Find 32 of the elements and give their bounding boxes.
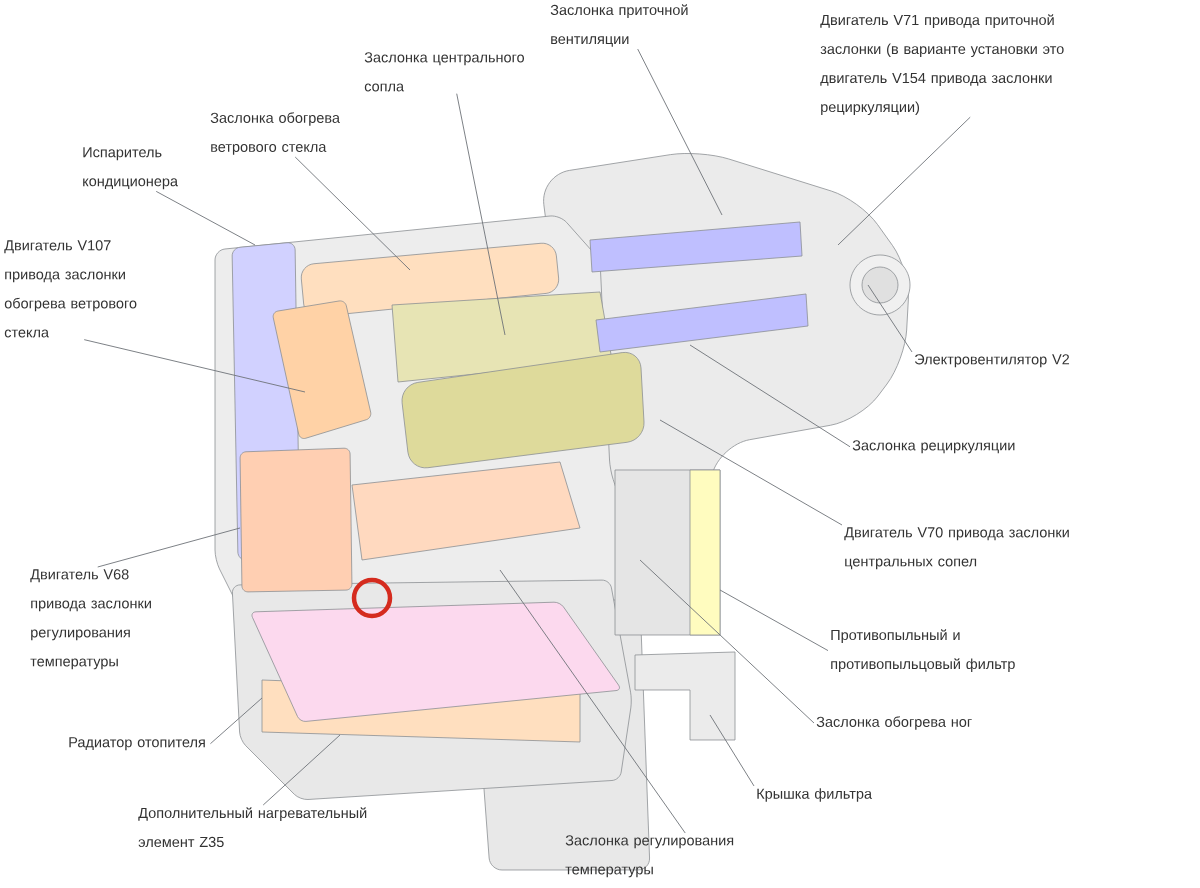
part-label: Двигатель V68 привода заслонки регулирования температуры [30,569,151,670]
leader-line [97,527,241,568]
part-label: Противопыльный и противопыльцовый фильтр [831,629,1015,672]
part-label: Дополнительный нагревательный элемент Z35 [138,807,367,848]
leader-line [637,48,723,216]
part-label: Крышка фильтра [757,788,873,802]
part-label: Радиатор отопителя [69,737,205,751]
part-label: Электровентилятор V2 [914,354,1070,368]
leader-line [867,284,913,353]
leader-line [83,339,306,393]
leader-line [719,589,829,652]
leader-line [689,344,851,448]
part-label: Испаритель кондиционера [83,147,178,190]
leader-line [709,714,755,787]
part-label: Заслонка центрального сопла [364,52,524,92]
part-label: Двигатель V70 привода заслонки центральных сопел [844,527,1069,570]
leader-line [294,156,411,271]
part-label: Заслонка обогрева ветрового стекла [210,112,340,155]
leader-line [639,559,815,724]
part-label: Двигатель V107 привода заслонки обогрева ветрового стекла [4,240,137,338]
leader-line [499,569,686,834]
part-label: Заслонка регулирования температуры [565,835,734,878]
leader-line [155,190,256,246]
leader-line [659,419,843,526]
part-label: Заслонка приточной вентиляции [550,4,688,47]
leader-line [837,116,971,246]
leader-line [456,93,506,336]
part-label: Двигатель V71 привода приточной заслонки (в варианте установки это двигатель V154 привода заслонки рециркуляции) [820,14,1064,115]
part-label: Заслонка обогрева ног [816,716,972,730]
leader-line [209,697,263,745]
leader-line [262,734,341,806]
part-label: Заслонка рециркуляции [852,440,1015,454]
